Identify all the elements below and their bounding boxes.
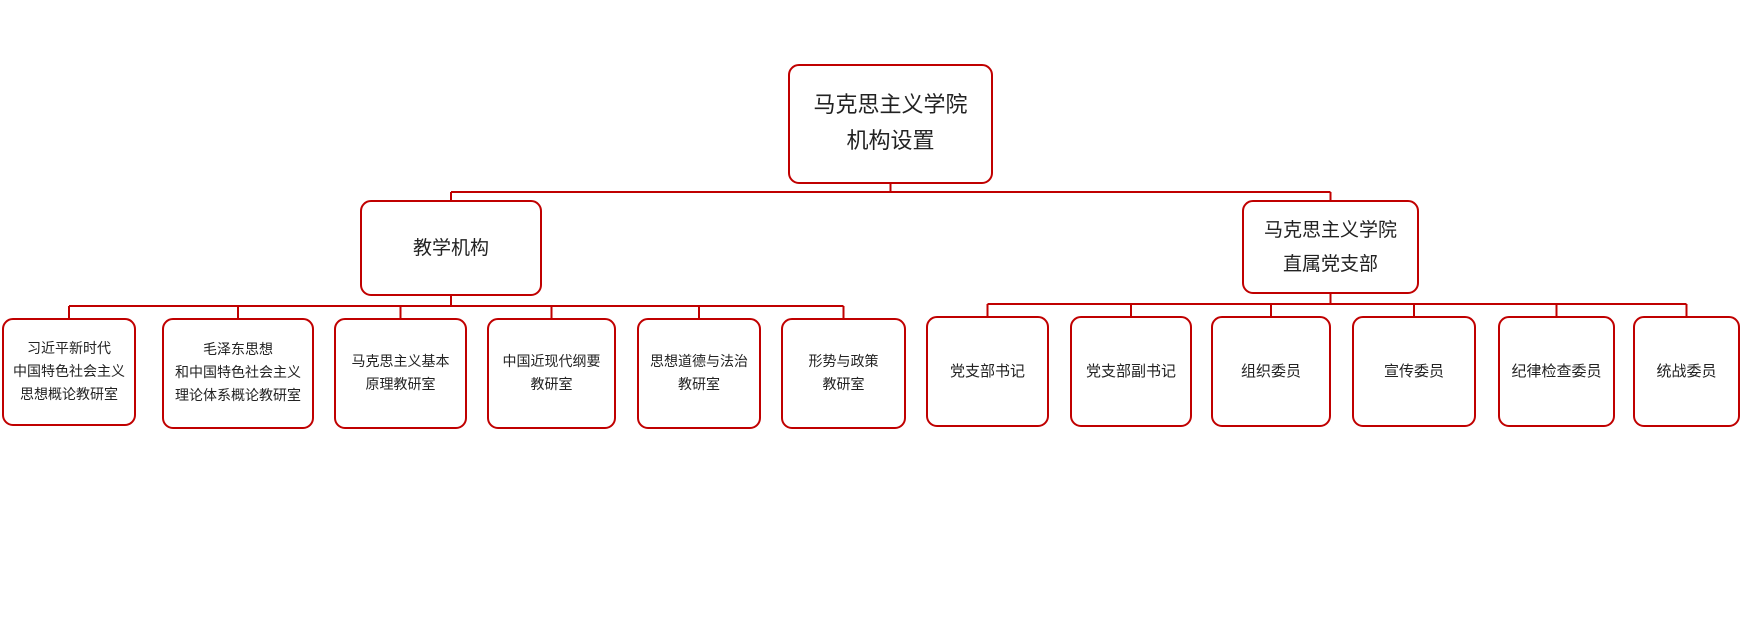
node-label-line: 马克思主义学院: [813, 93, 968, 118]
node-label-line: 形势与政策: [808, 353, 879, 370]
teaching-office-node-1: 习近平新时代中国特色社会主义思想概论教研室: [2, 318, 136, 426]
node-label-line: 宣传委员: [1383, 362, 1444, 380]
node-label-line: 毛泽东思想: [203, 342, 273, 358]
teaching-office-node-5: 思想道德与法治教研室: [637, 318, 761, 429]
party-role-node-4: 宣传委员: [1352, 316, 1476, 427]
node-label-line: 机构设置: [846, 129, 935, 154]
root-node: 马克思主义学院机构设置: [788, 64, 993, 184]
party-role-node-3: 组织委员: [1211, 316, 1331, 427]
node-label-line: 思想概论教研室: [20, 386, 118, 403]
node-label-line: 中国特色社会主义: [13, 363, 125, 380]
node-label-line: 习近平新时代: [27, 340, 111, 357]
node-label-line: 原理教研室: [365, 376, 436, 393]
node-label-line: 马克思主义学院: [1263, 219, 1397, 241]
teaching-connector: [68, 296, 845, 318]
party-role-node-6: 统战委员: [1633, 316, 1740, 427]
teaching-institutions-node: 教学机构: [360, 200, 542, 296]
node-label-line: 统战委员: [1656, 362, 1717, 380]
node-label-line: 组织委员: [1240, 362, 1301, 380]
node-label-line: 直属党支部: [1282, 253, 1378, 275]
node-label-line: 纪律检查委员: [1511, 362, 1602, 380]
party-role-node-5: 纪律检查委员: [1498, 316, 1615, 427]
teaching-office-node-4: 中国近现代纲要教研室: [487, 318, 616, 429]
node-label-line: 马克思主义基本: [351, 353, 450, 370]
root-connector: [450, 184, 1332, 200]
teaching-office-node-6: 形势与政策教研室: [781, 318, 906, 429]
node-label-line: 党支部副书记: [1085, 362, 1176, 380]
teaching-office-node-3: 马克思主义基本原理教研室: [334, 318, 467, 429]
party-connector: [986, 294, 1688, 316]
party-branch-node: 马克思主义学院直属党支部: [1242, 200, 1419, 294]
node-label-line: 和中国特色社会主义: [175, 365, 301, 381]
node-label-line: 思想道德与法治: [650, 353, 748, 370]
node-label-line: 教研室: [678, 376, 720, 393]
party-role-node-1: 党支部书记: [926, 316, 1049, 427]
teaching-office-node-2: 毛泽东思想和中国特色社会主义理论体系概论教研室: [162, 318, 314, 429]
node-label-line: 教学机构: [412, 237, 489, 259]
node-label-line: 教研室: [822, 376, 865, 393]
node-label-line: 党支部书记: [949, 362, 1025, 380]
party-role-node-2: 党支部副书记: [1070, 316, 1192, 427]
node-label-line: 理论体系概论教研室: [175, 388, 301, 404]
node-label-line: 教研室: [530, 376, 573, 393]
node-label-line: 中国近现代纲要: [502, 353, 601, 370]
